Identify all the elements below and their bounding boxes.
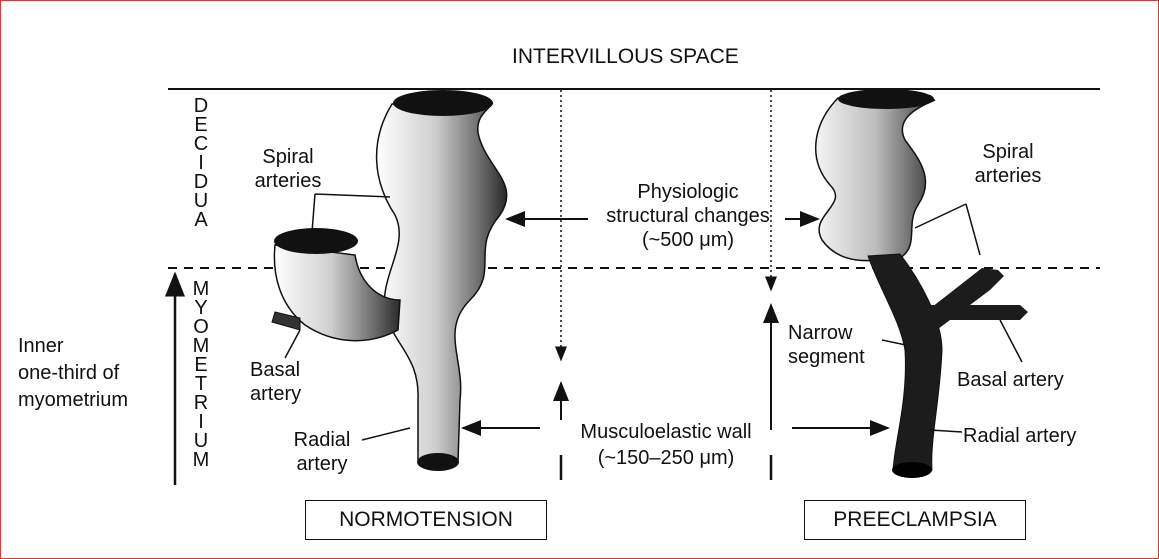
pre-spiral-pointer-2 bbox=[966, 204, 980, 255]
label-line: Radial bbox=[282, 428, 362, 452]
label-line: arteries bbox=[963, 164, 1053, 188]
decidua-label: D E C I D U A bbox=[190, 97, 212, 230]
label-line: Spiral bbox=[963, 140, 1053, 164]
preeclampsia-box: PREECLAMPSIA bbox=[804, 500, 1026, 540]
preeclampsia-narrow-radial bbox=[868, 254, 942, 470]
inner-third-label: Inner one-third of myometrium bbox=[18, 333, 128, 414]
inner-third-line: myometrium bbox=[18, 387, 128, 414]
label-line: (~500 μm) bbox=[590, 228, 786, 252]
radial-pointer bbox=[362, 428, 410, 440]
normotension-radial-label: Radial artery bbox=[282, 428, 362, 476]
musculoelastic-label: Musculoelastic wall (~150–250 μm) bbox=[544, 420, 788, 470]
preeclampsia-spiral-artery bbox=[816, 98, 935, 261]
spiral-pointer-1 bbox=[315, 194, 390, 197]
preeclampsia-basal-branch-1 bbox=[918, 268, 1004, 335]
label-line: artery bbox=[282, 452, 362, 476]
label-line: Spiral bbox=[243, 145, 333, 169]
label-line: arteries bbox=[243, 169, 333, 193]
narrow-segment-label: Narrow segment bbox=[788, 321, 865, 369]
intervillous-space-label: INTERVILLOUS SPACE bbox=[512, 45, 739, 69]
pre-radial-pointer bbox=[930, 430, 962, 432]
normotension-top-opening bbox=[393, 90, 493, 116]
normotension-spiral-artery bbox=[377, 104, 507, 462]
normotension-spiral-label: Spiral arteries bbox=[243, 145, 333, 193]
decidua-letter: A bbox=[190, 211, 212, 230]
preeclampsia-top-opening bbox=[838, 89, 934, 109]
normotension-bottom-opening bbox=[417, 453, 459, 471]
myometrium-label: M Y O M E T R I U M bbox=[190, 280, 212, 470]
normotension-basal-label: Basal artery bbox=[250, 358, 301, 406]
label-line: structural changes bbox=[590, 204, 786, 228]
normotension-branch-opening bbox=[274, 228, 358, 254]
myometrium-letter: M bbox=[190, 451, 212, 470]
inner-third-line: one-third of bbox=[18, 360, 128, 387]
pre-spiral-pointer-1 bbox=[915, 204, 966, 228]
label-line: (~150–250 μm) bbox=[544, 446, 788, 470]
normotension-box: NORMOTENSION bbox=[305, 500, 547, 540]
label-line: Basal bbox=[250, 358, 301, 382]
preeclampsia-basal-branch-2 bbox=[925, 305, 1028, 320]
label-line: segment bbox=[788, 345, 865, 369]
label-line: Physiologic bbox=[590, 180, 786, 204]
spiral-pointer-2 bbox=[312, 194, 315, 232]
preeclampsia-spiral-label: Spiral arteries bbox=[963, 140, 1053, 188]
physiologic-changes-label: Physiologic structural changes (~500 μm) bbox=[590, 180, 786, 252]
label-line: artery bbox=[250, 382, 301, 406]
preeclampsia-basal-label: Basal artery bbox=[957, 368, 1064, 392]
basal-pointer bbox=[285, 330, 300, 358]
pre-basal-pointer bbox=[1000, 320, 1022, 362]
inner-third-line: Inner bbox=[18, 333, 128, 360]
preeclampsia-bottom-opening bbox=[892, 462, 932, 478]
preeclampsia-radial-label: Radial artery bbox=[963, 424, 1076, 448]
narrow-pointer bbox=[882, 340, 906, 345]
label-line: Narrow bbox=[788, 321, 865, 345]
label-line: Musculoelastic wall bbox=[544, 420, 788, 444]
